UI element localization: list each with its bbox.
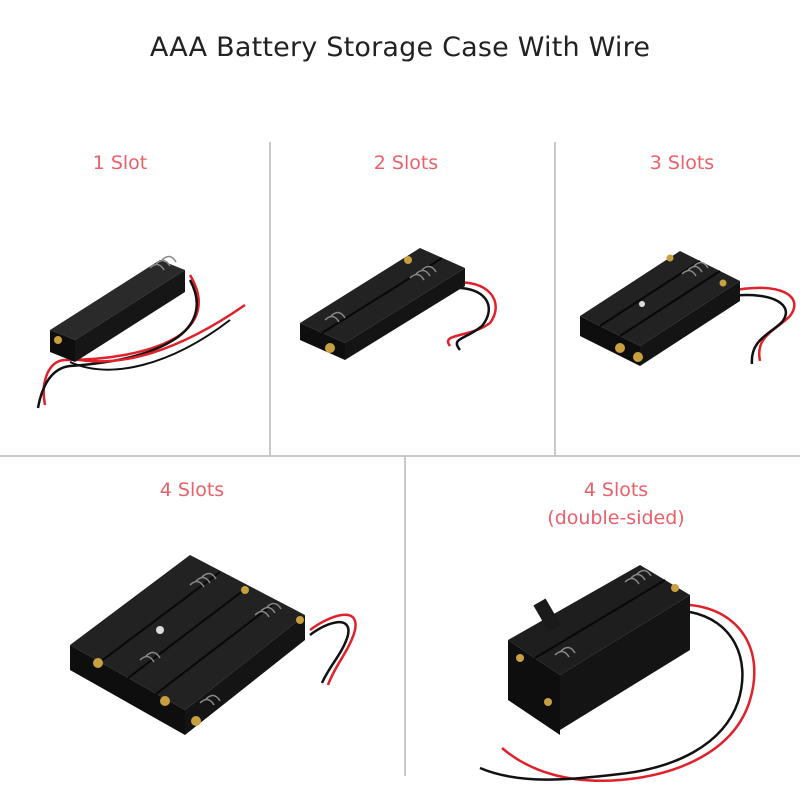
divider-vertical-2: [554, 142, 556, 457]
divider-vertical-3: [404, 456, 406, 776]
divider-vertical-1: [269, 142, 271, 457]
variant-label-3-slots: 3 Slots: [649, 152, 715, 174]
variant-label-2-slots: 2 Slots: [373, 152, 439, 174]
variant-label-4-slots-double: 4 Slots: [583, 479, 649, 501]
battery-holder-3-slots-icon: [570, 236, 800, 386]
page-title: AAA Battery Storage Case With Wire: [149, 32, 651, 63]
variant-sublabel-double-sided: (double-sided): [547, 507, 685, 529]
battery-holder-4-slots-icon: [60, 545, 360, 745]
variant-label-1-slot: 1 Slot: [92, 152, 148, 174]
battery-holder-1-slot-icon: [30, 240, 260, 410]
variant-label-4-slots: 4 Slots: [159, 479, 225, 501]
divider-horizontal: [0, 455, 800, 457]
battery-holder-4-slots-double-sided-icon: [479, 540, 800, 790]
battery-holder-2-slots-icon: [290, 238, 520, 368]
